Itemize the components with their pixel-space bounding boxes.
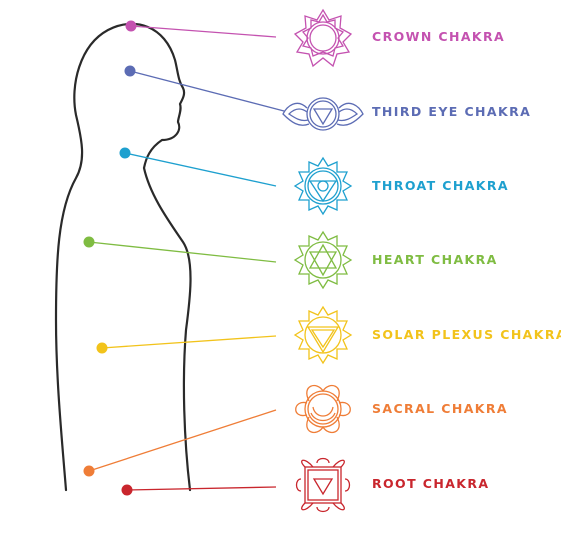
root-chakra-label: ROOT CHAKRA <box>372 476 489 491</box>
third-eye-chakra-symbol <box>282 97 364 131</box>
crown-connector-line <box>130 25 277 38</box>
crown-chakra-label: CROWN CHAKRA <box>372 29 505 44</box>
sacral-body-dot <box>83 465 95 477</box>
solar-plexus-connector-line <box>101 335 277 349</box>
throat-body-dot <box>119 147 131 159</box>
heart-body-dot <box>83 236 95 248</box>
throat-connector-line <box>124 152 277 187</box>
third-eye-connector-line <box>129 70 285 112</box>
sacral-chakra-symbol <box>295 384 351 434</box>
throat-chakra-label: THROAT CHAKRA <box>372 178 509 193</box>
crown-body-dot <box>125 20 137 32</box>
throat-chakra-symbol <box>293 156 353 216</box>
sacral-connector-line <box>88 409 277 472</box>
heart-chakra-label: HEART CHAKRA <box>372 252 498 267</box>
root-connector-line <box>126 486 277 491</box>
solar-plexus-chakra-symbol <box>293 305 353 365</box>
third-eye-body-dot <box>124 65 136 77</box>
root-chakra-symbol <box>295 457 351 513</box>
root-body-dot <box>121 484 133 496</box>
third-eye-chakra-label: THIRD EYE CHAKRA <box>372 104 531 119</box>
crown-chakra-symbol <box>293 8 353 68</box>
solar-plexus-body-dot <box>96 342 108 354</box>
solar-plexus-chakra-label: SOLAR PLEXUS CHAKRA <box>372 327 561 342</box>
body-silhouette <box>54 22 192 492</box>
heart-chakra-symbol <box>293 230 353 290</box>
sacral-chakra-label: SACRAL CHAKRA <box>372 401 508 416</box>
heart-connector-line <box>88 241 277 263</box>
